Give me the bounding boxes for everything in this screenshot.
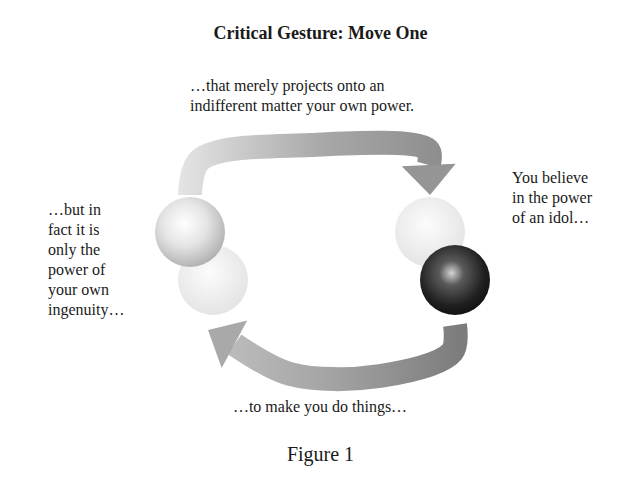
edge-label: …to make you do things…	[170, 397, 470, 417]
sphere	[155, 197, 225, 267]
node-text: …but in fact it is only the power of you…	[48, 200, 128, 320]
diagram-title: Critical Gesture: Move One	[0, 22, 641, 44]
edge-label: …that merely projects onto an indifferen…	[190, 76, 440, 116]
curved-arrow	[208, 320, 456, 379]
sphere	[420, 245, 490, 315]
diagram-title-slot: Critical Gesture: Move One	[0, 22, 641, 44]
arrowhead	[402, 164, 456, 195]
node-text: You believe in the power of an idol…	[512, 168, 602, 228]
figure-caption: Figure 1	[0, 442, 641, 466]
curved-arrow	[190, 143, 456, 195]
edge-label-slot: …that merely projects onto an indifferen…	[190, 76, 440, 116]
arrow-band	[234, 325, 455, 379]
sphere-node: You believe in the power of an idol…	[392, 195, 617, 325]
sphere-node: …but in fact it is only the power of you…	[45, 195, 255, 330]
figure-caption-slot: Figure 1	[0, 442, 641, 466]
arrow-band	[190, 143, 430, 195]
arrowhead	[208, 320, 247, 368]
edge-label-slot: …to make you do things…	[170, 397, 470, 417]
